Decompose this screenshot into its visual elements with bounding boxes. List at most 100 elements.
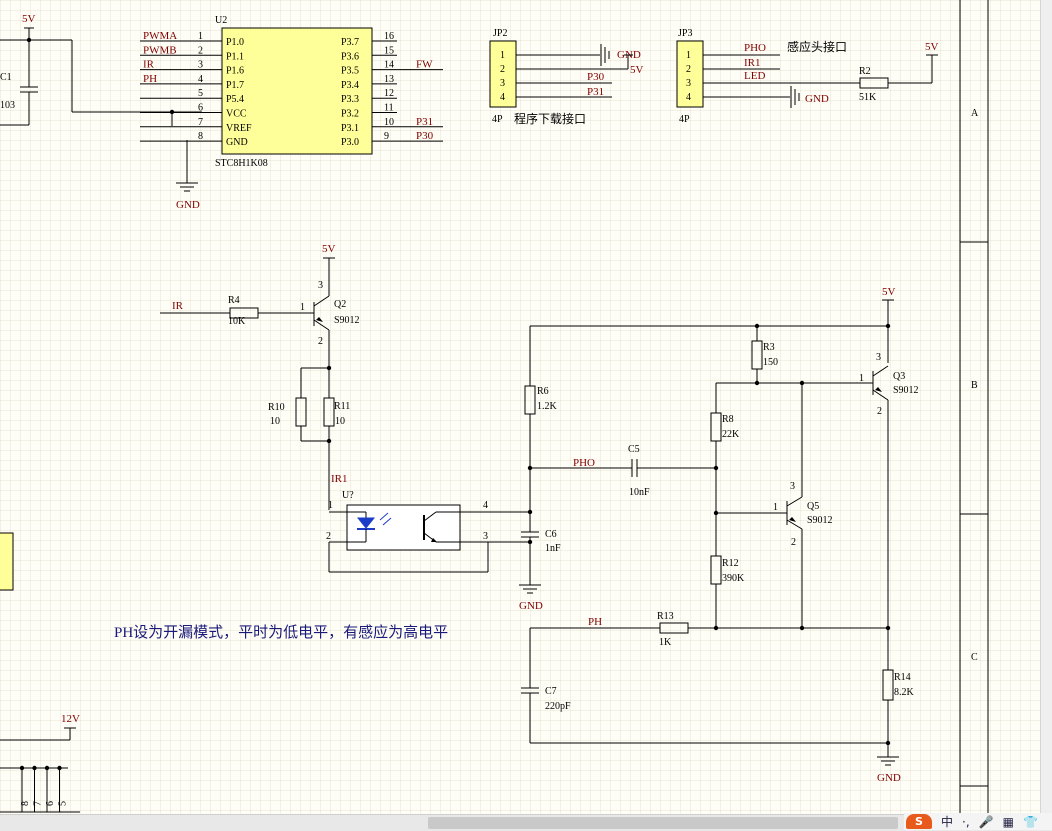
c6-section[interactable]: C6 1nF GND	[488, 509, 561, 612]
u2-left-net-label: PWMB	[143, 44, 177, 56]
q2-pin1: 1	[300, 302, 305, 313]
u2-pin-num: 13	[384, 74, 394, 85]
u2-mcu[interactable]: U2 STC8H1K08 1P1.0PWMA2P1.1PWMB3P1.6IR4P…	[140, 15, 443, 211]
opto-ref: U?	[342, 490, 354, 501]
u2-pin-name: P3.0	[341, 137, 359, 148]
u2-right-net-label: P30	[416, 130, 434, 142]
q2-ref: Q2	[334, 299, 346, 310]
u2-left-net-label: PH	[143, 73, 157, 85]
u2-pin-name: P3.3	[341, 94, 359, 105]
r4-ref: R4	[228, 295, 240, 306]
partial-component-left	[0, 532, 14, 591]
u2-part: STC8H1K08	[215, 158, 268, 169]
opto-pin4: 4	[483, 500, 488, 511]
optocoupler[interactable]: U? 1 2 3 4	[326, 490, 530, 573]
r11-value: 10	[335, 416, 345, 427]
r10-value: 10	[270, 416, 280, 427]
u2-pin-num: 14	[384, 60, 394, 71]
u2-pin-num: 16	[384, 31, 394, 42]
c1-ref: C1	[0, 72, 12, 83]
ime-toolbar[interactable]: S 中 ·, 🎤 ▦ 👕	[904, 813, 1052, 830]
opto-pin3: 3	[483, 531, 488, 542]
ime-skin-icon[interactable]: 👕	[1022, 814, 1038, 829]
u2-pin-name: P1.0	[226, 37, 244, 48]
q2-5v: 5V	[322, 243, 336, 255]
jp2-pin: 2	[500, 64, 505, 75]
r8-ref: R8	[722, 414, 734, 425]
q5-ref: Q5	[807, 501, 819, 512]
r14-gnd: GND	[877, 772, 901, 784]
jp3-ir1: IR1	[744, 57, 761, 69]
u2-pin-name: P3.6	[341, 51, 359, 62]
r13-value: 1K	[659, 637, 672, 648]
q3-ref: Q3	[893, 371, 905, 382]
u2-pin-name: GND	[226, 137, 248, 148]
u2-pin-num: 11	[384, 103, 394, 114]
q5-pin3: 3	[790, 481, 795, 492]
ime-chinese-mode[interactable]: 中	[941, 815, 954, 829]
u2-pin-name: P3.7	[341, 37, 359, 48]
q3-pin2: 2	[877, 406, 882, 417]
r3-value: 150	[763, 357, 778, 368]
r2-value: 51K	[859, 92, 877, 103]
zone-label-b: B	[971, 380, 978, 391]
u2-pin-num: 8	[198, 131, 203, 142]
u2-gnd-label: GND	[176, 199, 200, 211]
ime-keyboard-icon[interactable]: ▦	[1002, 814, 1014, 829]
r10-ref: R10	[268, 402, 285, 413]
ime-logo-icon[interactable]: S	[906, 814, 932, 829]
c7-ref: C7	[545, 686, 557, 697]
r14-value: 8.2K	[894, 687, 915, 698]
sheet-border: A B C	[959, 0, 989, 814]
c6-ref: C6	[545, 529, 557, 540]
u2-right-net-label: FW	[416, 59, 433, 71]
q2-pin3: 3	[318, 280, 323, 291]
jp2-pin: 4	[500, 92, 505, 103]
u2-pin-name: VCC	[226, 109, 247, 120]
q5-pin1: 1	[773, 502, 778, 513]
jp2-value: 4P	[492, 114, 503, 125]
u2-pin-name: P3.4	[341, 80, 359, 91]
c1-value: 103	[0, 100, 15, 111]
pho-net-label: PHO	[573, 457, 595, 469]
ir-driver[interactable]: IR R4 10K 1 Q2 S9012 5V 3 2 R10 10 R11 1…	[160, 243, 360, 510]
jp3-led: LED	[744, 70, 765, 82]
u2-ref: U2	[215, 15, 227, 26]
u2-pin-num: 5	[198, 88, 203, 99]
u2-pin-num: 3	[198, 60, 203, 71]
jp2-pin: 1	[500, 50, 505, 61]
opto-pin1: 1	[328, 500, 333, 511]
horizontal-scroll-thumb[interactable]	[428, 817, 898, 829]
amplifier-section[interactable]: R6 1.2K PHO C5 10nF R3 150 R8 22K 1 3	[521, 286, 919, 784]
ime-mic-icon[interactable]: 🎤	[978, 814, 994, 829]
r3-ref: R3	[763, 342, 775, 353]
q3-5v: 5V	[882, 286, 896, 298]
u2-right-pins: 16P3.715P3.614P3.5FW13P3.412P3.311P3.210…	[341, 31, 443, 148]
zone-label-a: A	[971, 108, 979, 119]
u2-pin-name: P1.6	[226, 66, 244, 77]
r11-ref: R11	[334, 401, 350, 412]
jp3-value: 4P	[679, 114, 690, 125]
opto-pin2: 2	[326, 531, 331, 542]
ime-punctuation[interactable]: ·,	[962, 814, 970, 829]
q3-pin3: 3	[876, 352, 881, 363]
r6-value: 1.2K	[537, 401, 558, 412]
vertical-scrollbar[interactable]	[1040, 0, 1052, 814]
ir-net-label: IR	[172, 300, 184, 312]
u2-pin-name: P3.2	[341, 109, 359, 120]
u2-pin-num: 2	[198, 45, 203, 56]
jp2-caption: 程序下载接口	[514, 111, 586, 126]
ir1-net-label: IR1	[331, 473, 348, 485]
jp3-gnd: GND	[805, 93, 829, 105]
u2-pin-name: P1.7	[226, 80, 244, 91]
q2-pin2: 2	[318, 336, 323, 347]
u2-pin-num: 1	[198, 31, 203, 42]
jp3-pin: 1	[686, 50, 691, 61]
q5-pin2: 2	[791, 537, 796, 548]
horizontal-scrollbar[interactable]	[0, 814, 1052, 831]
